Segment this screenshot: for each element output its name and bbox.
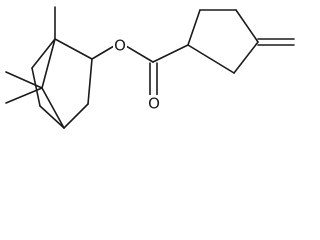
bond-c1-c2 — [54, 38, 93, 60]
bond-c3-c4 — [63, 103, 89, 129]
ester-oxygen-label: O — [114, 37, 126, 55]
ester-linkage — [91, 44, 189, 96]
bornyl-fragment — [5, 6, 93, 129]
bond-c1-c7 — [41, 38, 56, 89]
bond-carbonyl-ring — [152, 44, 189, 63]
bond-c6-c1 — [31, 38, 56, 69]
bond-ring-1 — [187, 9, 201, 46]
bond-ester-oxygen-carbonyl — [125, 45, 154, 63]
bond-c7-c4 — [41, 87, 65, 129]
bond-c5-c6 — [31, 67, 41, 107]
bond-ring-3 — [235, 9, 259, 43]
chemical-structure: O O — [5, 6, 295, 129]
bond-c4-c5 — [39, 105, 65, 129]
ester-oxygen-bg — [113, 36, 127, 54]
carbonyl-oxygen-bg — [147, 95, 161, 113]
bond-c2-c3 — [87, 58, 93, 105]
bond-c2-ester-oxygen — [91, 45, 115, 60]
bond-c7-methyl-a — [5, 71, 43, 89]
atom-labels: O O — [113, 36, 161, 113]
bond-ring-4 — [233, 41, 259, 74]
cyclopentane-fragment — [187, 9, 295, 74]
bond-ring-5 — [187, 44, 235, 74]
carbonyl-oxygen-label: O — [148, 95, 160, 113]
bond-c7-methyl-b — [5, 87, 43, 104]
